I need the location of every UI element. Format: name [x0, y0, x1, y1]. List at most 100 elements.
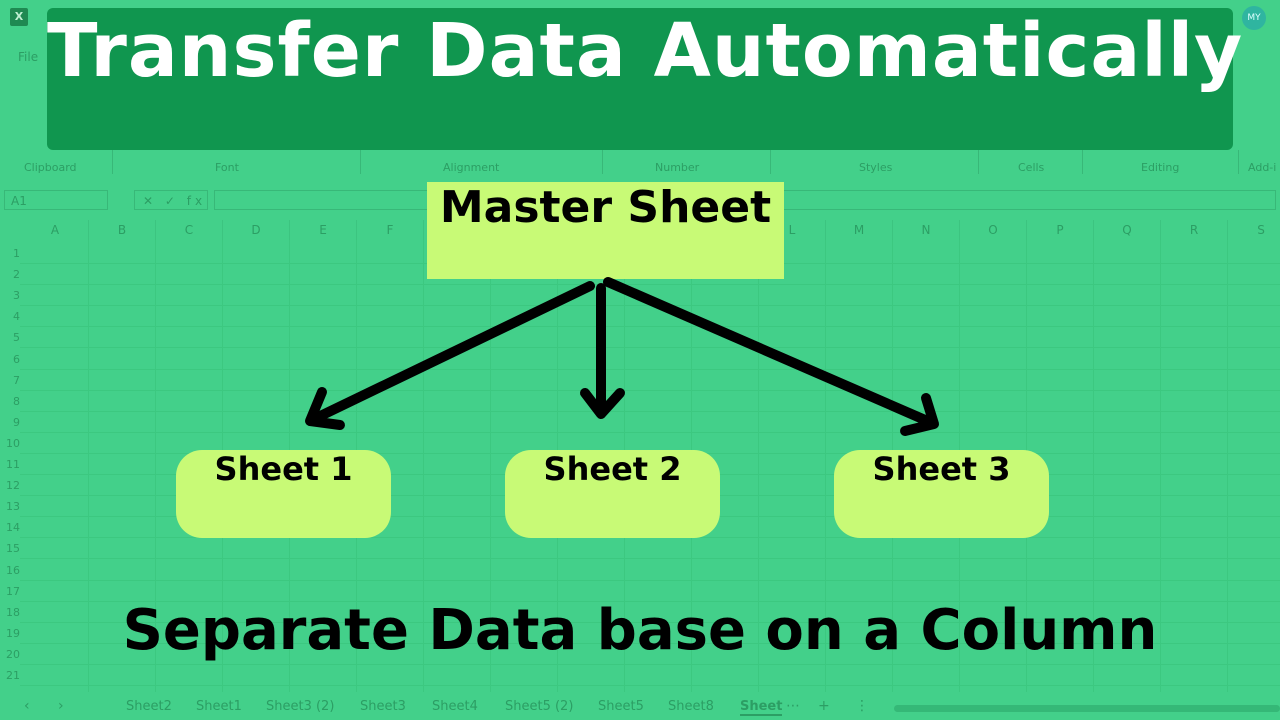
user-avatar[interactable]: MY	[1242, 6, 1266, 30]
row-header[interactable]: 21	[6, 669, 20, 682]
column-header[interactable]: A	[22, 220, 89, 240]
ribbon: X File MY Clipboard Font Alignment Numbe…	[0, 0, 1280, 180]
gridline	[1093, 240, 1094, 692]
master-sheet-label: Master Sheet	[439, 182, 772, 233]
gridline	[758, 240, 759, 692]
gridline	[20, 663, 1280, 665]
sheet-tab[interactable]: Sheet3	[360, 699, 406, 714]
ribbon-divider	[1082, 150, 1083, 174]
gridline	[20, 389, 1280, 391]
column-header[interactable]: N	[893, 220, 960, 240]
sheet-tab[interactable]: Sheet1	[196, 699, 242, 714]
name-box[interactable]: A1	[4, 190, 108, 210]
excel-app-icon: X	[10, 8, 28, 26]
more-sheets-icon[interactable]: ⋯	[786, 698, 800, 714]
ribbon-divider	[112, 150, 113, 174]
sheet-tab[interactable]: Sheet8	[668, 699, 714, 714]
sheet-tab[interactable]: Sheet	[740, 699, 783, 716]
column-header[interactable]: S	[1228, 220, 1280, 240]
row-header[interactable]: 18	[6, 605, 20, 619]
column-header[interactable]: C	[156, 220, 223, 240]
column-header[interactable]: F	[357, 220, 424, 240]
row-header[interactable]: 14	[6, 521, 20, 535]
gridline	[423, 240, 424, 692]
row-header[interactable]: 4	[13, 310, 20, 324]
ribbon-group-styles: Styles	[859, 161, 893, 174]
gridline	[20, 284, 1280, 286]
ribbon-group-alignment: Alignment	[443, 161, 500, 174]
row-header[interactable]: 16	[6, 563, 20, 577]
sheet-tab[interactable]: Sheet5 (2)	[505, 699, 574, 714]
ribbon-group-addins: Add-i	[1248, 161, 1277, 174]
sheet-tab[interactable]: Sheet5	[598, 699, 644, 714]
row-header[interactable]: 5	[13, 331, 20, 345]
sheet-2-box: Sheet 2	[505, 450, 720, 538]
title-banner: Transfer Data Automatically	[47, 8, 1244, 150]
column-header[interactable]: D	[223, 220, 290, 240]
column-header[interactable]: M	[826, 220, 893, 240]
gridline	[1227, 240, 1228, 692]
sheet-tab-bar: ‹ › Sheet2 Sheet1 Sheet3 (2) Sheet3 Sheet4 Sh…	[0, 694, 1280, 720]
ribbon-divider	[360, 150, 361, 174]
sheet-tab[interactable]: Sheet2	[126, 699, 172, 714]
row-header[interactable]: 11	[6, 458, 20, 471]
master-sheet-box: Master Sheet	[427, 182, 784, 279]
gridline	[20, 621, 1280, 623]
gridline	[88, 240, 89, 692]
row-header[interactable]: 13	[6, 500, 20, 514]
file-tab[interactable]: File	[18, 50, 39, 64]
ribbon-group-editing: Editing	[1141, 161, 1180, 174]
row-header[interactable]: 8	[13, 394, 20, 408]
row-header[interactable]: 1	[13, 247, 20, 260]
row-header[interactable]: 9	[13, 415, 20, 429]
row-header[interactable]: 20	[6, 647, 20, 661]
column-header[interactable]: Q	[1094, 220, 1161, 240]
gridline	[20, 600, 1280, 602]
row-header[interactable]: 19	[6, 626, 20, 640]
gridline	[825, 240, 826, 692]
sheet-tab[interactable]: Sheet3 (2)	[266, 699, 335, 714]
formula-buttons[interactable]: ✕ ✓ fx	[134, 190, 208, 210]
gridline	[20, 368, 1280, 370]
horizontal-scrollbar[interactable]	[894, 705, 1280, 712]
row-header[interactable]: 12	[6, 479, 20, 493]
ribbon-divider	[602, 150, 603, 174]
ribbon-group-clipboard: Clipboard	[24, 161, 77, 174]
row-header[interactable]: 6	[13, 352, 20, 366]
row-header[interactable]: 15	[6, 542, 20, 556]
gridline	[20, 579, 1280, 581]
column-header[interactable]: L	[759, 220, 826, 240]
gridline	[20, 305, 1280, 307]
title-text: Transfer Data Automatically	[47, 8, 1244, 94]
column-header[interactable]: P	[1027, 220, 1094, 240]
gridline	[20, 431, 1280, 433]
options-icon[interactable]: ⋮	[855, 698, 869, 714]
row-header[interactable]: 10	[6, 436, 20, 450]
subtitle: Separate Data base on a Column	[122, 598, 1158, 663]
sheet-tab[interactable]: Sheet4	[432, 699, 478, 714]
ribbon-group-font: Font	[215, 161, 239, 174]
row-header[interactable]: 7	[13, 373, 20, 387]
gridline	[155, 240, 156, 692]
column-header[interactable]: O	[960, 220, 1027, 240]
add-sheet-icon[interactable]: +	[818, 698, 830, 714]
row-header[interactable]: 3	[13, 289, 20, 303]
gridline	[20, 410, 1280, 412]
column-header[interactable]: E	[290, 220, 357, 240]
row-header[interactable]: 17	[6, 584, 20, 598]
gridline	[490, 240, 491, 692]
prev-sheet-icon[interactable]: ‹	[24, 698, 30, 714]
ribbon-divider	[1238, 150, 1239, 174]
gridline	[20, 558, 1280, 560]
gridline	[1160, 240, 1161, 692]
gridline	[20, 685, 1280, 686]
row-header[interactable]: 2	[13, 268, 20, 282]
gridline	[20, 326, 1280, 328]
column-header[interactable]: B	[89, 220, 156, 240]
gridline	[20, 642, 1280, 644]
ribbon-divider	[978, 150, 979, 174]
next-sheet-icon[interactable]: ›	[58, 698, 64, 714]
ribbon-group-cells: Cells	[1018, 161, 1045, 174]
gridline	[20, 347, 1280, 349]
column-header[interactable]: R	[1161, 220, 1228, 240]
